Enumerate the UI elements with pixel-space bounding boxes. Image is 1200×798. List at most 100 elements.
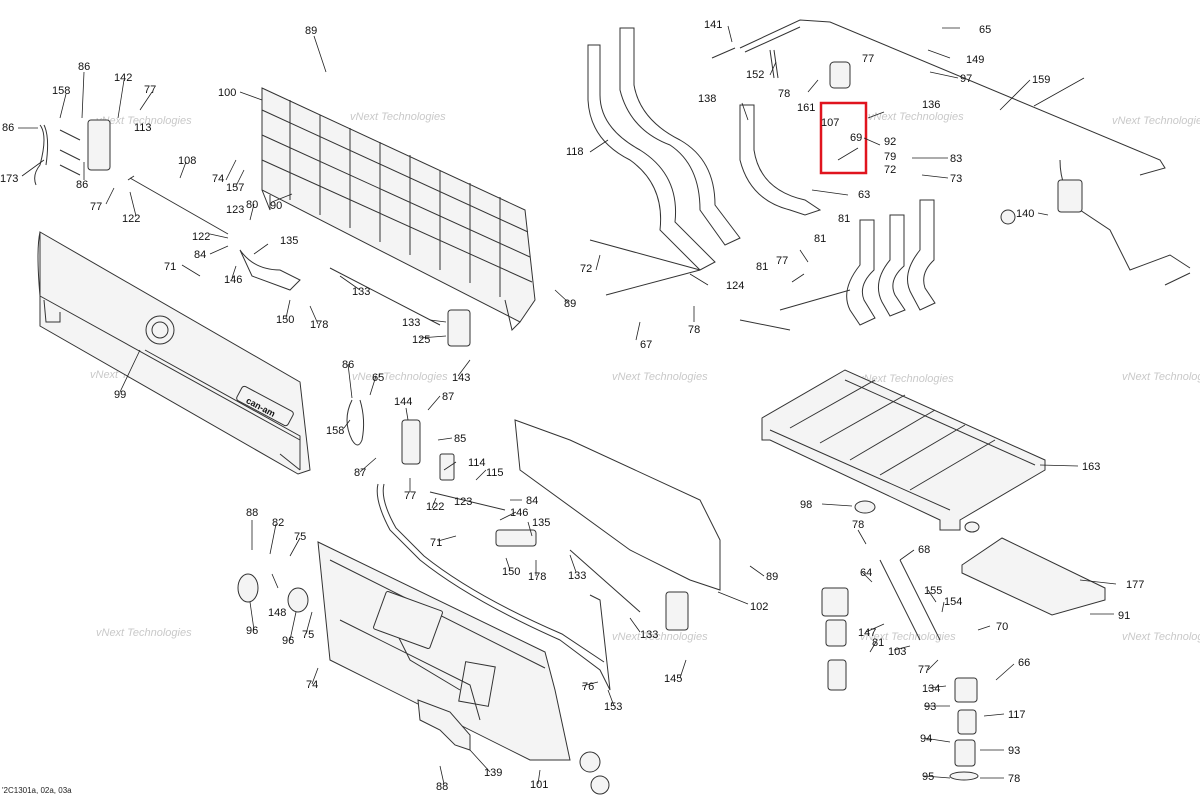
callout-90[interactable]: 90 [270, 200, 282, 212]
callout-173[interactable]: 173 [0, 173, 18, 185]
callout-146[interactable]: 146 [510, 507, 528, 519]
callout-177[interactable]: 177 [1126, 579, 1144, 591]
callout-74[interactable]: 74 [212, 173, 224, 185]
callout-82[interactable]: 82 [272, 517, 284, 529]
callout-89[interactable]: 89 [766, 571, 778, 583]
callout-80[interactable]: 80 [246, 199, 258, 211]
callout-73[interactable]: 73 [950, 173, 962, 185]
callout-81[interactable]: 81 [756, 261, 768, 273]
callout-178[interactable]: 178 [528, 571, 546, 583]
callout-86[interactable]: 86 [2, 122, 14, 134]
callout-78[interactable]: 78 [778, 88, 790, 100]
callout-136[interactable]: 136 [922, 99, 940, 111]
callout-86[interactable]: 86 [342, 359, 354, 371]
callout-65[interactable]: 65 [979, 24, 991, 36]
callout-157[interactable]: 157 [226, 182, 244, 194]
callout-77[interactable]: 77 [404, 490, 416, 502]
callout-70[interactable]: 70 [996, 621, 1008, 633]
callout-153[interactable]: 153 [604, 701, 622, 713]
callout-86[interactable]: 86 [78, 61, 90, 73]
callout-93[interactable]: 93 [924, 701, 936, 713]
callout-88[interactable]: 88 [246, 507, 258, 519]
callout-81[interactable]: 81 [838, 213, 850, 225]
callout-142[interactable]: 142 [114, 72, 132, 84]
callout-87[interactable]: 87 [354, 467, 366, 479]
callout-83[interactable]: 83 [950, 153, 962, 165]
callout-147[interactable]: 147 [858, 627, 876, 639]
callout-135[interactable]: 135 [532, 517, 550, 529]
callout-96[interactable]: 96 [282, 635, 294, 647]
callout-78[interactable]: 78 [688, 324, 700, 336]
callout-152[interactable]: 152 [746, 69, 764, 81]
callout-101[interactable]: 101 [530, 779, 548, 791]
callout-178[interactable]: 178 [310, 319, 328, 331]
callout-75[interactable]: 75 [294, 531, 306, 543]
callout-134[interactable]: 134 [922, 683, 940, 695]
callout-122[interactable]: 122 [426, 501, 444, 513]
callout-141[interactable]: 141 [704, 19, 722, 31]
callout-100[interactable]: 100 [218, 87, 236, 99]
callout-66[interactable]: 66 [1018, 657, 1030, 669]
callout-89[interactable]: 89 [564, 298, 576, 310]
callout-146[interactable]: 146 [224, 274, 242, 286]
callout-115[interactable]: 115 [486, 467, 504, 479]
callout-77[interactable]: 77 [144, 84, 156, 96]
callout-77[interactable]: 77 [90, 201, 102, 213]
callout-122[interactable]: 122 [122, 213, 140, 225]
callout-64[interactable]: 64 [860, 567, 872, 579]
callout-67[interactable]: 67 [640, 339, 652, 351]
callout-68[interactable]: 68 [918, 544, 930, 556]
callout-144[interactable]: 144 [394, 396, 412, 408]
callout-75[interactable]: 75 [302, 629, 314, 641]
callout-81[interactable]: 81 [814, 233, 826, 245]
callout-133[interactable]: 133 [402, 317, 420, 329]
callout-154[interactable]: 154 [944, 596, 962, 608]
callout-84[interactable]: 84 [194, 249, 206, 261]
callout-71[interactable]: 71 [430, 537, 442, 549]
callout-78[interactable]: 78 [852, 519, 864, 531]
callout-145[interactable]: 145 [664, 673, 682, 685]
callout-69[interactable]: 69 [850, 132, 862, 144]
callout-138[interactable]: 138 [698, 93, 716, 105]
callout-155[interactable]: 155 [924, 585, 942, 597]
callout-102[interactable]: 102 [750, 601, 768, 613]
callout-93[interactable]: 93 [1008, 745, 1020, 757]
callout-97[interactable]: 97 [960, 73, 972, 85]
callout-163[interactable]: 163 [1082, 461, 1100, 473]
callout-63[interactable]: 63 [858, 189, 870, 201]
callout-150[interactable]: 150 [502, 566, 520, 578]
callout-122[interactable]: 122 [192, 231, 210, 243]
callout-150[interactable]: 150 [276, 314, 294, 326]
callout-65[interactable]: 65 [372, 372, 384, 384]
callout-86[interactable]: 86 [76, 179, 88, 191]
callout-133[interactable]: 133 [568, 570, 586, 582]
callout-77[interactable]: 77 [776, 255, 788, 267]
callout-149[interactable]: 149 [966, 54, 984, 66]
callout-161[interactable]: 161 [797, 102, 815, 114]
callout-72[interactable]: 72 [580, 263, 592, 275]
callout-89[interactable]: 89 [305, 25, 317, 37]
callout-123[interactable]: 123 [454, 496, 472, 508]
callout-133[interactable]: 133 [640, 629, 658, 641]
callout-139[interactable]: 139 [484, 767, 502, 779]
callout-125[interactable]: 125 [412, 334, 430, 346]
callout-140[interactable]: 140 [1016, 208, 1034, 220]
callout-118[interactable]: 118 [566, 146, 584, 158]
callout-71[interactable]: 71 [164, 261, 176, 273]
callout-107[interactable]: 107 [821, 117, 839, 129]
callout-113[interactable]: 113 [134, 122, 152, 134]
callout-74[interactable]: 74 [306, 679, 318, 691]
callout-95[interactable]: 95 [922, 771, 934, 783]
callout-88[interactable]: 88 [436, 781, 448, 793]
callout-91[interactable]: 91 [1118, 610, 1130, 622]
callout-77[interactable]: 77 [918, 664, 930, 676]
callout-94[interactable]: 94 [920, 733, 932, 745]
callout-99[interactable]: 99 [114, 389, 126, 401]
callout-81[interactable]: 81 [872, 637, 884, 649]
callout-117[interactable]: 117 [1008, 709, 1026, 721]
callout-98[interactable]: 98 [800, 499, 812, 511]
callout-78[interactable]: 78 [1008, 773, 1020, 785]
callout-84[interactable]: 84 [526, 495, 538, 507]
callout-123[interactable]: 123 [226, 204, 244, 216]
callout-108[interactable]: 108 [178, 155, 196, 167]
